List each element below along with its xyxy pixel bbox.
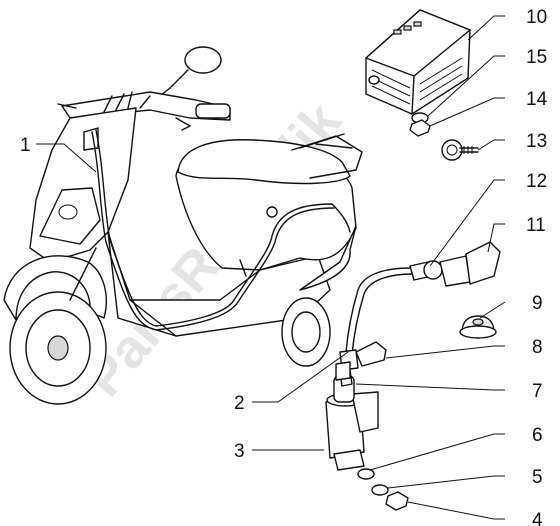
connector-cap — [355, 341, 387, 367]
callout-14: 14 — [526, 89, 548, 110]
scooter-drawing — [3, 46, 363, 405]
washer-small — [357, 468, 375, 480]
lock-washer — [371, 484, 389, 496]
ht-lead-assembly — [339, 241, 501, 371]
callout-7: 7 — [532, 381, 543, 402]
callout-3: 3 — [234, 441, 245, 462]
screw — [441, 139, 479, 161]
callout-1: 1 — [20, 135, 31, 156]
callout-12: 12 — [526, 171, 547, 192]
hex-nut — [385, 491, 409, 511]
callout-11: 11 — [526, 215, 546, 236]
callout-4: 4 — [532, 510, 543, 526]
callout-8: 8 — [532, 337, 543, 358]
callout-9: 9 — [532, 293, 543, 314]
callout-6: 6 — [532, 425, 543, 446]
callout-2: 2 — [234, 393, 245, 414]
voltage-regulator — [365, 9, 471, 115]
grommet — [459, 315, 497, 339]
callout-13: 13 — [526, 131, 547, 152]
ignition-coil — [325, 361, 379, 471]
callout-5: 5 — [532, 467, 543, 488]
callout-15: 15 — [526, 47, 547, 68]
callout-10: 10 — [526, 7, 547, 28]
nut — [409, 119, 431, 137]
leader-lines — [36, 15, 506, 520]
callout-labels: 1 2 3 4 5 6 7 8 9 10 11 12 13 14 15 — [20, 7, 548, 526]
